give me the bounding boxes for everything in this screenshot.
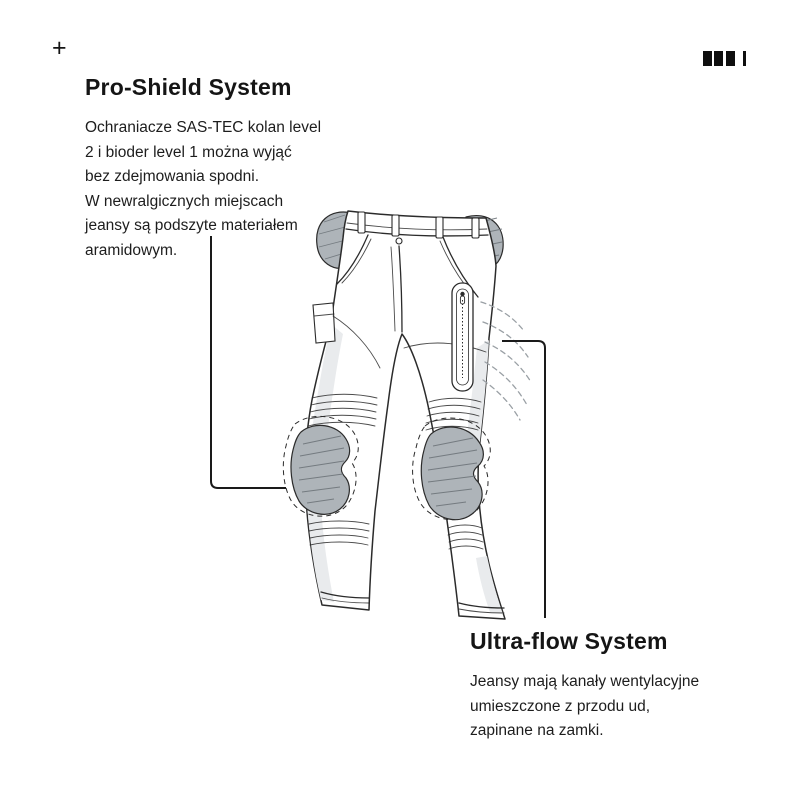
- logo-bar: [725, 51, 735, 66]
- ultra-flow-body: Jeansy mają kanały wentylacyjne umieszcz…: [470, 673, 700, 739]
- pro-shield-title: Pro-Shield System: [85, 74, 292, 100]
- logo-bar: [742, 51, 746, 66]
- logo-bar: [702, 51, 712, 66]
- knee-pad-right: [412, 417, 491, 521]
- jeans-body: [304, 210, 506, 620]
- pro-shield-body: Ochraniacze SAS-TEC kolan level 2 i biod…: [85, 119, 322, 259]
- ultra-flow-title: Ultra-flow System: [470, 628, 668, 654]
- plus-icon: +: [52, 34, 67, 62]
- knee-pad-left: [282, 415, 359, 517]
- logo-bar: [714, 51, 723, 66]
- callout-line-right: [502, 340, 546, 618]
- airflow-lines: [480, 301, 532, 421]
- callout-ultra-flow: Ultra-flow System Jeansy mają kanały wen…: [470, 628, 770, 744]
- callout-pro-shield: Pro-Shield System Ochraniacze SAS-TEC ko…: [85, 74, 385, 263]
- thigh-vent-zipper: [451, 282, 474, 392]
- logo-mark: [702, 51, 746, 66]
- callout-line-left: [210, 236, 286, 489]
